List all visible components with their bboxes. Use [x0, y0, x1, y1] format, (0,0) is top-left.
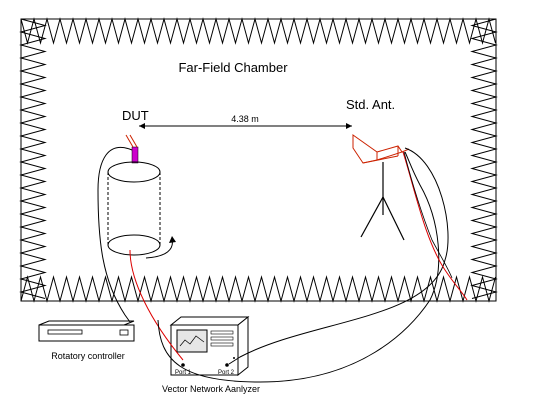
cable-dut-to-vna-port1	[129, 249, 184, 361]
rotatory-controller-label: Rotatory controller	[51, 351, 125, 361]
cable-antenna-to-vna-port2-red	[402, 151, 468, 301]
dut-label: DUT	[122, 108, 149, 123]
absorber-right	[470, 18, 498, 299]
dut-probe	[125, 134, 139, 164]
cable-controller-to-antenna	[157, 151, 440, 383]
rotatory-controller	[38, 320, 135, 342]
chamber-outer-wall	[20, 18, 497, 302]
distance-arrow	[139, 123, 352, 129]
vna-port2-label: Port 2	[218, 370, 235, 376]
chamber-title: Far-Field Chamber	[178, 60, 288, 75]
rotation-arrow-icon	[145, 236, 176, 259]
cable-dut-to-controller	[97, 147, 133, 323]
distance-label: 4.38 m	[231, 114, 259, 124]
absorber-left	[19, 18, 47, 299]
rotating-cylinder	[107, 161, 161, 256]
vna-label: Vector Network Aanlyzer	[162, 384, 260, 394]
vector-network-analyzer	[169, 315, 250, 377]
vna-port1-label: Port 1	[175, 370, 192, 376]
std-antenna-horn	[352, 134, 410, 164]
std-antenna-tripod	[360, 162, 405, 241]
absorber-top	[20, 17, 496, 45]
absorber-bottom	[20, 275, 496, 303]
cable-antenna-black	[403, 151, 453, 279]
std-antenna-label: Std. Ant.	[346, 97, 395, 112]
cable-antenna-to-vna	[228, 147, 449, 365]
